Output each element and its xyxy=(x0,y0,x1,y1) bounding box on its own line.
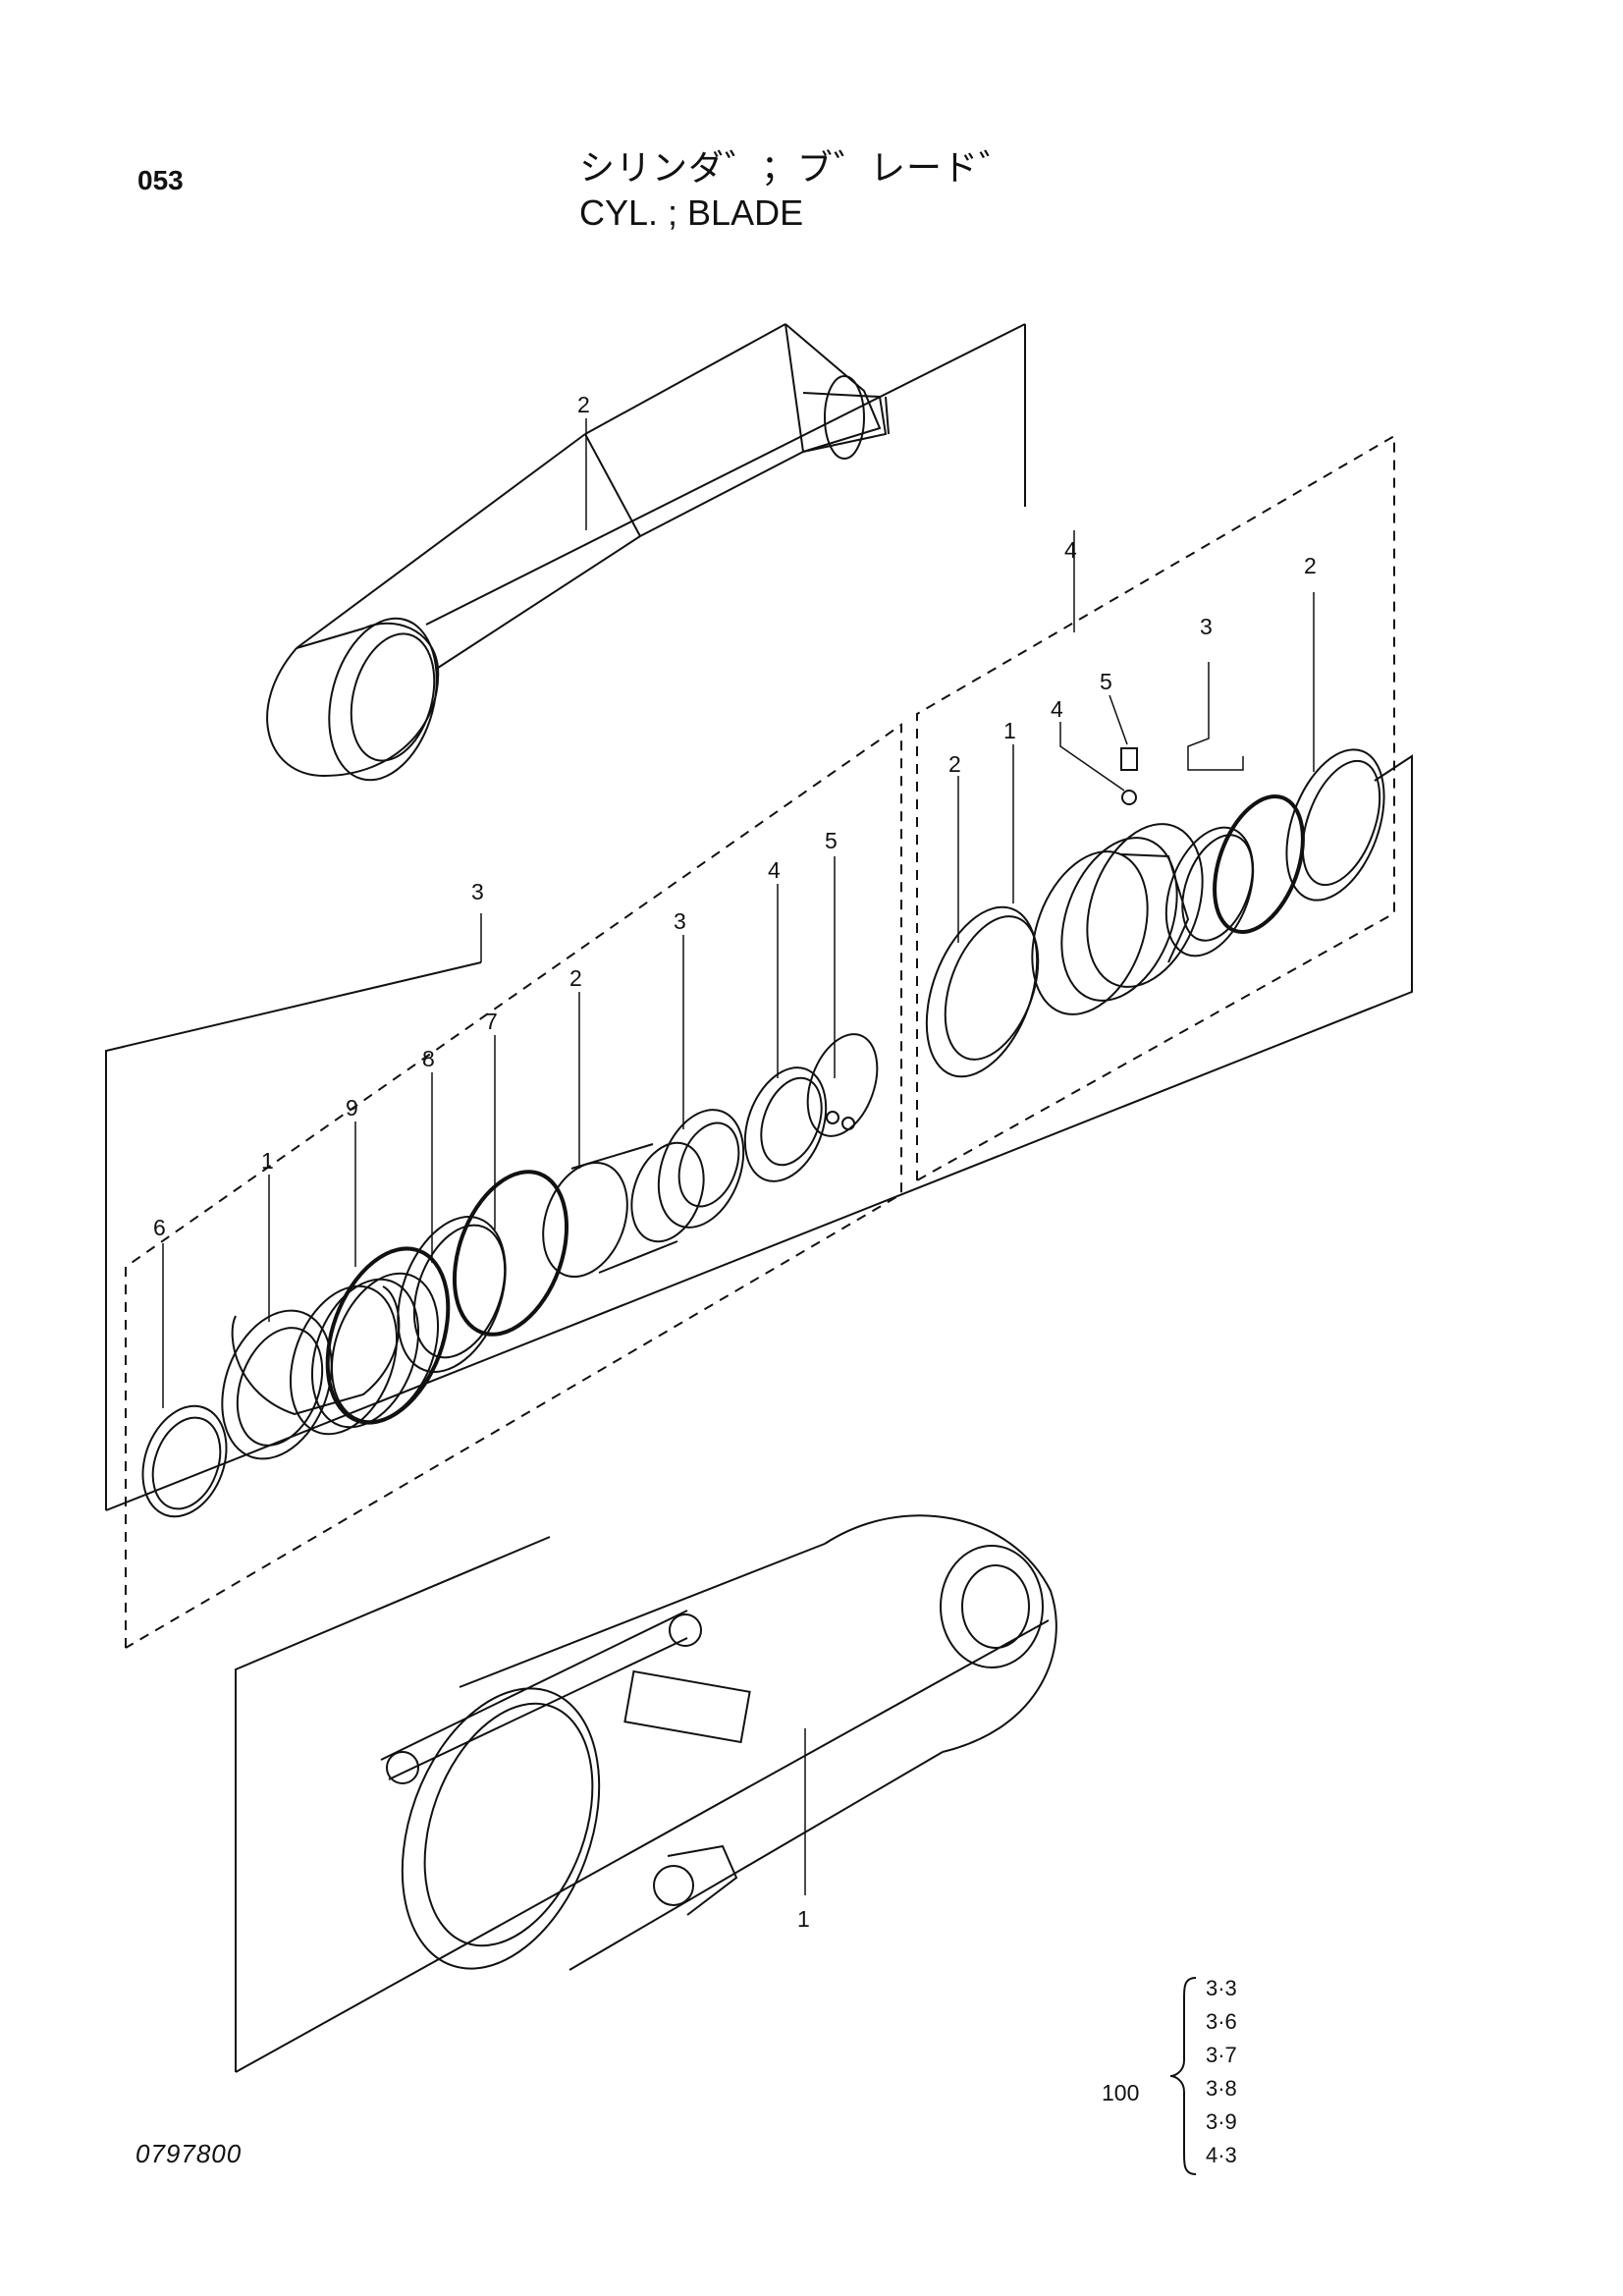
seal-kit-quantity: 100 xyxy=(1102,2080,1140,2105)
callout-labels: 2 4 2 3 5 4 2 1 3 5 4 3 2 7 8 9 1 6 1 xyxy=(153,392,1317,1932)
callout-rod-assembly: 4 xyxy=(1064,537,1077,563)
callout-cylinder-tube: 1 xyxy=(797,1906,810,1932)
seal-kit-item: 3·3 xyxy=(1206,1976,1237,2000)
title-english: CYL. ; BLADE xyxy=(579,192,804,233)
drawing-code: 0797800 xyxy=(135,2139,243,2168)
title-japanese: シリンダ゛；ブ゛レード゛ xyxy=(579,147,1016,188)
callout-rod: 2 xyxy=(577,392,590,417)
callout-head-item-2: 2 xyxy=(569,965,582,991)
callout-head-item-8: 8 xyxy=(422,1046,435,1071)
callout-head-item-6: 6 xyxy=(153,1215,166,1240)
callout-rod-assembly-item-1: 1 xyxy=(1003,718,1016,743)
head-assembly-box xyxy=(125,723,902,1649)
callout-head-assembly: 3 xyxy=(471,879,484,904)
page-number: 053 xyxy=(137,165,184,195)
seal-kit-item: 3·8 xyxy=(1206,2076,1237,2101)
callout-rod-assembly-item-2: 2 xyxy=(948,751,961,777)
seal-kit-item: 3·9 xyxy=(1206,2109,1237,2134)
callout-head-item-4: 4 xyxy=(768,857,781,883)
seal-kit-item: 3·6 xyxy=(1206,2009,1237,2034)
callout-head-item-9: 9 xyxy=(346,1095,358,1121)
callout-rod-assembly-item-5: 5 xyxy=(1100,669,1112,694)
callout-rod-assembly-item-3-top: 3 xyxy=(1200,614,1213,639)
seal-kit-item: 3·7 xyxy=(1206,2043,1237,2067)
callout-rod-assembly-item-4: 4 xyxy=(1051,696,1063,722)
callout-head-item-7: 7 xyxy=(485,1009,498,1034)
callout-head-item-1: 1 xyxy=(261,1148,274,1174)
piston-rod xyxy=(266,323,1026,782)
rod-assembly-parts xyxy=(925,747,1385,1078)
rod-assembly-box xyxy=(916,434,1395,1181)
cylinder-tube xyxy=(380,1514,1057,1971)
callout-head-item-3: 3 xyxy=(674,908,686,934)
seal-kit-item: 4·3 xyxy=(1206,2143,1237,2167)
callout-head-item-5: 5 xyxy=(825,828,838,853)
head-parts xyxy=(141,1033,879,1518)
callout-rod-assembly-item-2-top: 2 xyxy=(1304,553,1317,578)
